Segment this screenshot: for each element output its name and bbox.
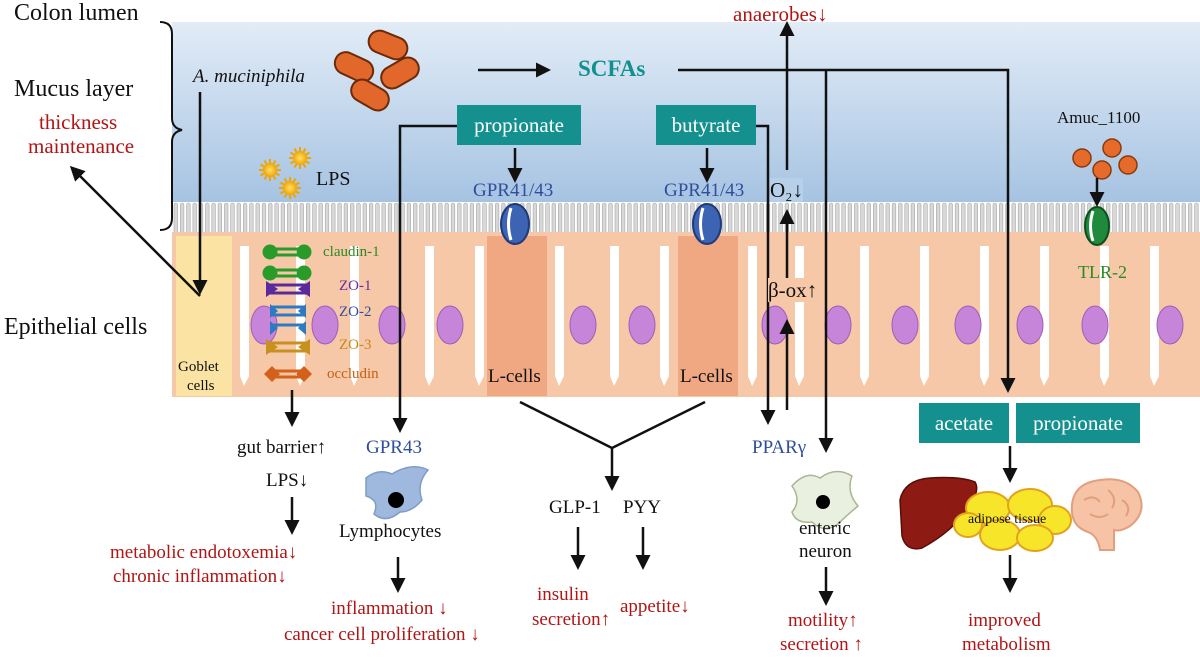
zo1-label: ZO-1	[339, 278, 372, 294]
enteric-label: enteric	[799, 518, 851, 539]
tight-junction-icons	[262, 244, 312, 382]
o2-label: O₂↓	[770, 178, 803, 203]
scfas-label: SCFAs	[578, 56, 646, 81]
l-cell-2	[678, 236, 738, 396]
bacteria-cluster	[333, 29, 420, 112]
gpr41-43-label-1: GPR41/43	[473, 180, 554, 201]
acetate-box-label: acetate	[919, 403, 1009, 443]
lymphocyte-cell	[365, 466, 430, 520]
cell-gap	[860, 246, 869, 386]
lps-label: LPS	[316, 168, 351, 190]
lps-molecules	[259, 147, 311, 199]
cell-gap	[1150, 246, 1159, 386]
cell-nucleus	[1081, 305, 1109, 345]
zo3-label: ZO-3	[339, 337, 372, 353]
propionate-box-1-label: propionate	[457, 105, 581, 145]
cell-nucleus	[436, 305, 464, 345]
goblet-cell	[176, 236, 232, 396]
microvilli	[173, 202, 1199, 234]
anaerobes-label: anaerobes↓	[733, 2, 828, 26]
akkermansia-label: A. muciniphila	[193, 66, 305, 87]
gpr41-43-label-2: GPR41/43	[664, 180, 745, 201]
tlr2-receptor	[1084, 206, 1110, 246]
cell-gap	[350, 246, 359, 386]
glp1-label: GLP-1	[549, 497, 601, 518]
cell-gap	[1040, 246, 1049, 386]
cell-nucleus	[891, 305, 919, 345]
gpr41-43-receptor-1	[500, 203, 530, 245]
cell-nucleus	[569, 305, 597, 345]
cell-gap	[920, 246, 929, 386]
l-cell-1	[487, 236, 547, 396]
adipose-tissue-blob	[953, 488, 1072, 552]
pyy-label: PYY	[623, 497, 662, 518]
cell-gap	[748, 246, 757, 386]
cell-nucleus	[954, 305, 982, 345]
cell-gap	[610, 246, 619, 386]
motility-label: motility↑	[788, 610, 858, 631]
lps-sun-icon	[279, 177, 301, 199]
cell-nucleus	[824, 305, 852, 345]
lps-down-label: LPS↓	[266, 470, 309, 491]
goblet-label-2: cells	[187, 378, 215, 394]
lps-sun-icon	[289, 147, 311, 169]
improved-label: improved	[968, 610, 1041, 631]
gut-barrier-label: gut barrier↑	[237, 437, 327, 458]
mucus-layer-label: Mucus layer	[14, 76, 134, 102]
cell-nucleus	[1156, 305, 1184, 345]
cell-gap	[980, 246, 989, 386]
zo2-label: ZO-2	[339, 304, 372, 320]
cell-gap	[795, 246, 804, 386]
cell-gap	[240, 246, 249, 386]
cell-gap	[475, 246, 484, 386]
gpr41-43-receptor-2	[692, 203, 722, 245]
cell-nucleus	[311, 305, 339, 345]
amuc-1100-label: Amuc_1100	[1057, 108, 1141, 127]
propionate-box-2-label: propionate	[1016, 403, 1140, 443]
cell-gap	[660, 246, 669, 386]
tlr2-label: TLR-2	[1078, 262, 1127, 282]
cell-gap	[425, 246, 434, 386]
butyrate-box-label: butyrate	[656, 105, 756, 145]
insulin-label: insulin	[537, 584, 589, 605]
claudin-label: claudin-1	[323, 244, 380, 260]
insulin-secretion-label: secretion↑	[532, 609, 611, 630]
region-brace	[159, 21, 183, 231]
adipose-tissue-label: adipose tissue	[968, 512, 1047, 527]
cell-nucleus	[378, 305, 406, 345]
cell-nucleus	[1016, 305, 1044, 345]
lps-sun-icon	[259, 159, 281, 181]
gpr43-label: GPR43	[366, 437, 422, 458]
lymphocytes-label: Lymphocytes	[339, 521, 442, 542]
cell-nucleus	[761, 305, 789, 345]
metabolism-label: metabolism	[962, 634, 1051, 655]
l-cells-label-1: L-cells	[488, 366, 541, 387]
amuc-1100-spheres	[1072, 138, 1138, 180]
secretion-label: secretion ↑	[780, 634, 863, 655]
beta-ox-label: β-ox↑	[768, 278, 818, 303]
inflammation-label: inflammation ↓	[331, 598, 448, 619]
l-cells-label-2: L-cells	[680, 366, 733, 387]
cancer-label: cancer cell proliferation ↓	[284, 624, 480, 645]
pathway-arrows	[69, 21, 1105, 606]
neuron-label: neuron	[799, 541, 852, 562]
ppar-gamma-label: PPARγ	[752, 437, 807, 458]
maintenance-label: maintenance	[28, 134, 135, 158]
appetite-label: appetite↓	[620, 596, 690, 617]
colon-lumen-label: Colon lumen	[14, 0, 139, 26]
chronic-inflammation-label: chronic inflammation↓	[113, 566, 287, 587]
cell-nucleus	[628, 305, 656, 345]
epithelial-cells-label: Epithelial cells	[4, 314, 148, 340]
thickness-label: thickness	[39, 110, 118, 134]
endotoxemia-label: metabolic endotoxemia↓	[110, 542, 298, 563]
brain-organ	[1070, 478, 1143, 551]
enteric-neuron-cell	[791, 470, 860, 530]
cell-gap	[555, 246, 564, 386]
occludin-label: occludin	[327, 366, 379, 382]
goblet-label-1: Goblet	[178, 359, 219, 375]
